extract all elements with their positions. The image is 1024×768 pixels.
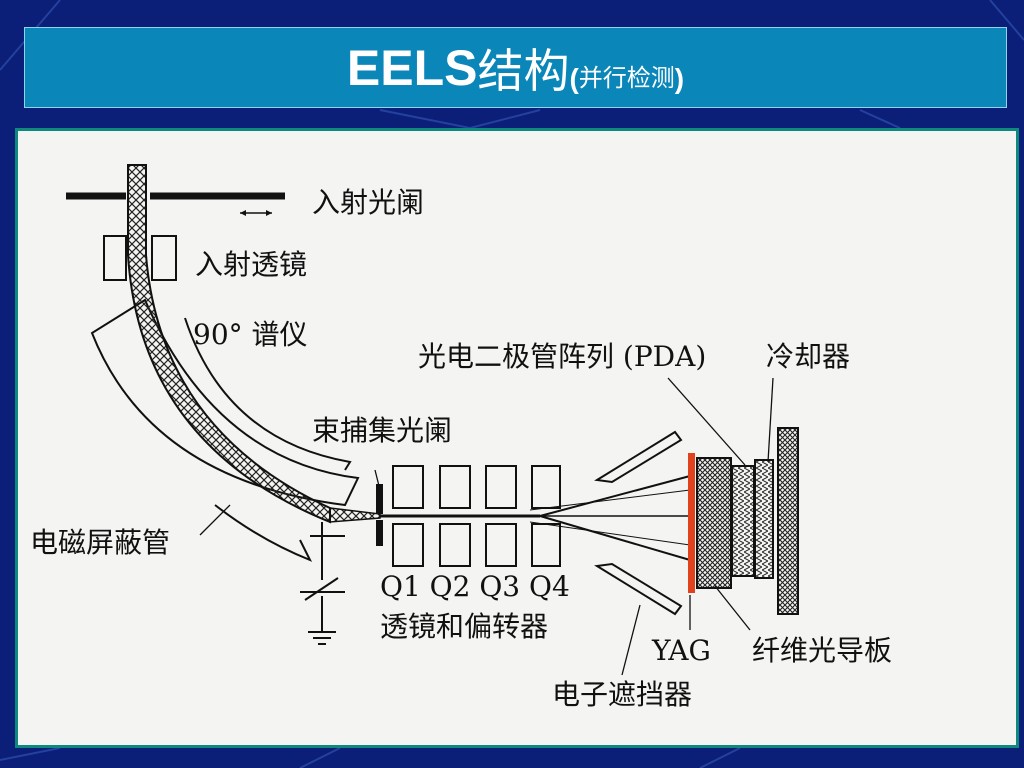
label-fiber-plate: 纤维光导板 <box>752 634 892 667</box>
label-spectrometer: 90° 谱仪 <box>193 318 308 351</box>
label-beam-aperture: 束捕集光阑 <box>312 414 452 447</box>
shield-tube <box>127 164 381 524</box>
spectrometer-magnet <box>90 298 360 562</box>
title-main: EELS <box>346 39 478 96</box>
label-entrance-aperture: 入射光阑 <box>312 186 424 219</box>
quadrupole-lenses <box>392 465 561 567</box>
label-cooler: 冷却器 <box>766 340 850 373</box>
label-lens-deflector: 透镜和偏转器 <box>380 610 548 643</box>
diagram-panel <box>15 128 1019 748</box>
yag-scintillator <box>688 453 695 593</box>
title-subtitle: 并行检测 <box>578 64 675 92</box>
title-cn: 结构 <box>477 43 570 98</box>
entrance-lens <box>103 235 177 281</box>
heat-sink-plate <box>777 427 799 615</box>
ground-symbol <box>300 522 345 645</box>
title-bar: EELS 结构 ( 并行检测 ) <box>24 27 1007 108</box>
beam-line <box>380 475 691 561</box>
label-yag: YAG <box>651 634 711 667</box>
electron-stop <box>594 430 683 616</box>
pda-array <box>731 465 755 577</box>
entrance-aperture <box>66 192 285 216</box>
label-electron-stop: 电子遮挡器 <box>552 678 692 711</box>
label-entrance-lens: 入射透镜 <box>195 248 307 281</box>
fiber-optic-plate <box>696 457 732 589</box>
label-pda: 光电二极管阵列 (PDA) <box>418 340 706 373</box>
label-q-lenses: Q1 Q2 Q3 Q4 <box>380 570 570 603</box>
title-paren-close: ) <box>674 63 685 94</box>
label-shield-tube: 电磁屏蔽管 <box>30 526 170 559</box>
cooler <box>754 459 774 579</box>
title-paren-open: ( <box>569 63 579 94</box>
leader-lines <box>199 377 774 676</box>
beam-trap-aperture <box>376 484 383 546</box>
